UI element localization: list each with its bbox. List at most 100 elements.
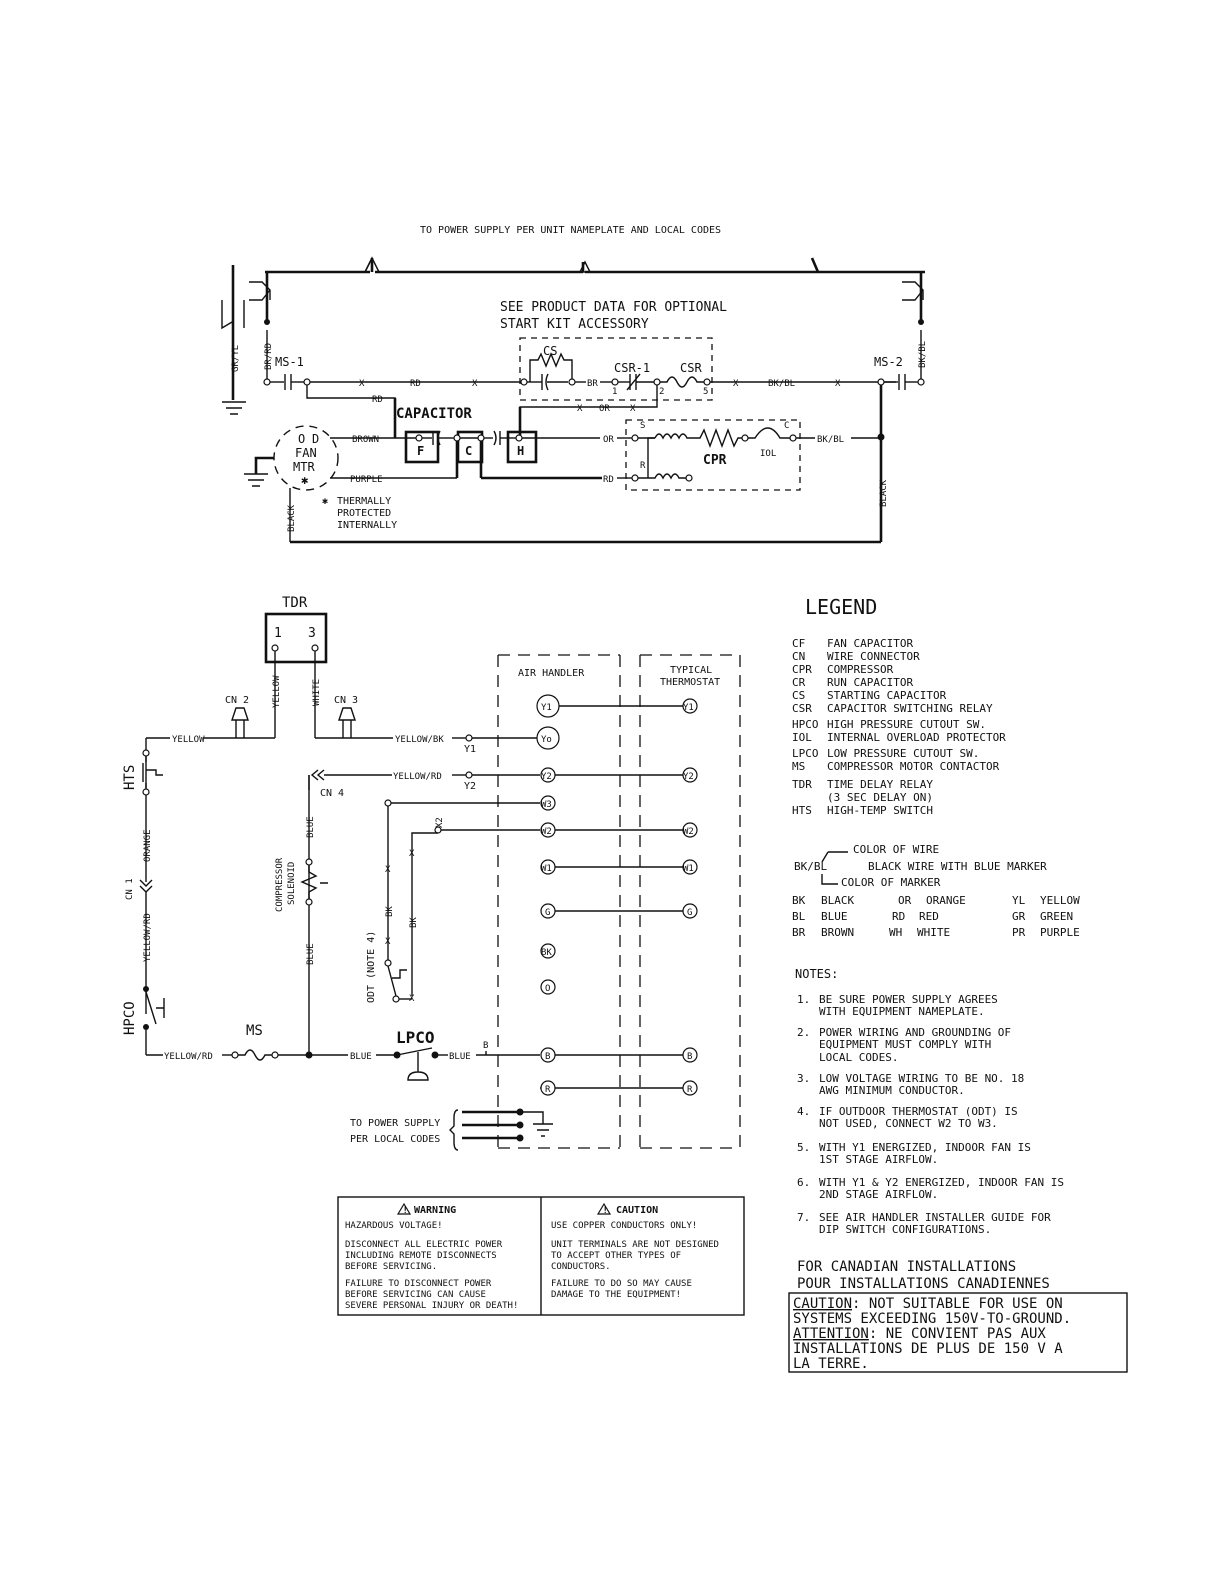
fan-ground-wire bbox=[254, 456, 274, 474]
svg-text:CAUTION: NOT SUITABLE FOR USE: CAUTION: NOT SUITABLE FOR USE ON bbox=[793, 1296, 1063, 1312]
thermostat-box bbox=[639, 654, 741, 1149]
svg-text:R: R bbox=[687, 1085, 693, 1095]
wire-label-bk-bl-l2: BK/BL bbox=[918, 341, 928, 368]
ground-plug-left bbox=[221, 300, 245, 330]
cn2-label: CN 2 bbox=[225, 695, 249, 706]
svg-text:HPCO: HPCO bbox=[792, 718, 819, 731]
wire-label-orange: ORANGE bbox=[143, 829, 153, 862]
wire-label-rd: RD bbox=[410, 379, 421, 389]
c-label: C bbox=[784, 421, 789, 431]
svg-text:!: ! bbox=[403, 1206, 408, 1216]
svg-text:5.: 5. bbox=[797, 1141, 810, 1154]
cn3-label: CN 3 bbox=[334, 695, 358, 706]
svg-text:HTS: HTS bbox=[792, 804, 812, 817]
cs-resistor bbox=[529, 352, 573, 382]
svg-text:FAILURE TO DO SO MAY CAUSE: FAILURE TO DO SO MAY CAUSE bbox=[551, 1279, 692, 1289]
svg-text:HIGH-TEMP SWITCH: HIGH-TEMP SWITCH bbox=[827, 804, 933, 817]
fan-o: O bbox=[298, 432, 305, 446]
l1-dot bbox=[264, 319, 270, 325]
svg-text:BL: BL bbox=[792, 910, 806, 923]
mtr-label: MTR bbox=[293, 460, 315, 474]
cn4-connector bbox=[308, 769, 325, 790]
cn2-connector bbox=[231, 707, 249, 738]
svg-text:Y1: Y1 bbox=[683, 703, 694, 713]
svg-text:3.: 3. bbox=[797, 1072, 810, 1085]
r-label: R bbox=[640, 461, 646, 471]
y1-wire-label: Y1 bbox=[464, 744, 476, 755]
svg-text:1ST STAGE AIRFLOW.: 1ST STAGE AIRFLOW. bbox=[819, 1153, 938, 1166]
svg-text:WHITE: WHITE bbox=[917, 926, 950, 939]
odt-label: ODT (NOTE 4) bbox=[366, 931, 377, 1003]
svg-text:MS: MS bbox=[792, 760, 805, 773]
canadian-box bbox=[788, 1292, 1128, 1373]
svg-text:!: ! bbox=[603, 1206, 608, 1216]
svg-text:OR: OR bbox=[603, 435, 614, 445]
svg-text:WH: WH bbox=[889, 926, 902, 939]
ah-terminal-r: R bbox=[540, 1080, 556, 1096]
svg-text:LPCO: LPCO bbox=[792, 747, 819, 760]
svg-text:TDR: TDR bbox=[792, 778, 812, 791]
svg-text:CS: CS bbox=[792, 689, 805, 702]
svg-text:X: X bbox=[630, 404, 636, 414]
iol-switch bbox=[748, 427, 790, 439]
tstat-terminal-w2: W2 bbox=[682, 822, 698, 838]
power-top-thick bbox=[270, 257, 820, 274]
bk-bl-desc: BLACK WIRE WITH BLUE MARKER bbox=[868, 860, 1047, 873]
local-supply-wires bbox=[462, 1108, 553, 1142]
svg-text:SYSTEMS EXCEEDING 150V-TO-GROU: SYSTEMS EXCEEDING 150V-TO-GROUND. bbox=[793, 1311, 1071, 1327]
wire-label-br-rd: BR/RD bbox=[264, 343, 274, 370]
capacitor-label: CAPACITOR bbox=[396, 406, 472, 422]
ms2-label: MS-2 bbox=[874, 355, 903, 369]
svg-text:BEFORE SERVICING CAN CAUSE: BEFORE SERVICING CAN CAUSE bbox=[345, 1290, 486, 1300]
svg-text:RED: RED bbox=[919, 910, 939, 923]
wire-label-bk-w2: BK bbox=[409, 917, 419, 928]
tstat-terminal-y1: Y1 bbox=[682, 698, 698, 714]
ms-coil bbox=[238, 1049, 272, 1061]
or-wire-csr bbox=[519, 385, 658, 430]
wire-label-or-top: OR bbox=[599, 404, 610, 414]
supply-local-line2: PER LOCAL CODES bbox=[350, 1134, 440, 1145]
start-kit-box bbox=[519, 337, 713, 401]
color-of-wire: COLOR OF WIRE bbox=[853, 843, 939, 856]
svg-text:7.: 7. bbox=[797, 1211, 810, 1224]
svg-text:BROWN: BROWN bbox=[821, 926, 854, 939]
svg-text:LOCAL CODES.: LOCAL CODES. bbox=[819, 1051, 898, 1064]
wire-label-blue-b: BLUE bbox=[449, 1052, 471, 1062]
svg-text:CN: CN bbox=[792, 650, 805, 663]
ground-icon-left bbox=[222, 401, 246, 415]
svg-text:LA TERRE.: LA TERRE. bbox=[793, 1356, 869, 1372]
cap-h-box bbox=[506, 430, 538, 464]
svg-text:W2: W2 bbox=[683, 827, 694, 837]
svg-text:CPR: CPR bbox=[792, 663, 812, 676]
wire-label-black-fan: BLACK bbox=[287, 504, 297, 532]
x2-label: X2 bbox=[435, 817, 445, 828]
svg-text:B: B bbox=[687, 1052, 692, 1062]
svg-text:X: X bbox=[733, 379, 739, 389]
wire-label-yellow-tdr: YELLOW bbox=[272, 675, 282, 708]
svg-text:DISCONNECT ALL ELECTRIC POWER: DISCONNECT ALL ELECTRIC POWER bbox=[345, 1240, 503, 1250]
thermostat-title-2: THERMOSTAT bbox=[660, 677, 720, 688]
power-brace-left bbox=[270, 256, 812, 273]
caution-text: USE COPPER CONDUCTORS ONLY! UNIT TERMINA… bbox=[551, 1221, 719, 1300]
warning-triangle-icon: ! bbox=[396, 1202, 412, 1216]
wire-label-yellow-bk: YELLOW/BK bbox=[395, 735, 444, 745]
svg-text:BLUE: BLUE bbox=[821, 910, 848, 923]
wire-label-yellow-hts: YELLOW bbox=[172, 735, 205, 745]
start-kit-line1: SEE PRODUCT DATA FOR OPTIONAL bbox=[500, 300, 727, 315]
svg-text:BK: BK bbox=[541, 948, 552, 958]
wire-label-brown: BROWN bbox=[352, 435, 379, 445]
svg-text:COMPRESSOR MOTOR CONTACTOR: COMPRESSOR MOTOR CONTACTOR bbox=[827, 760, 1000, 773]
svg-text:IOL: IOL bbox=[792, 731, 812, 744]
svg-text:X: X bbox=[577, 404, 583, 414]
ms1-label: MS-1 bbox=[275, 355, 304, 369]
thermostat-title-1: TYPICAL bbox=[670, 665, 712, 676]
canadian-line2: POUR INSTALLATIONS CANADIENNES bbox=[797, 1276, 1050, 1292]
hts-switch bbox=[142, 756, 163, 789]
svg-text:FAILURE TO DISCONNECT POWER: FAILURE TO DISCONNECT POWER bbox=[345, 1279, 492, 1289]
svg-text:UNIT TERMINALS ARE NOT DESIGNE: UNIT TERMINALS ARE NOT DESIGNED bbox=[551, 1240, 719, 1250]
svg-text:YL: YL bbox=[1012, 894, 1026, 907]
svg-text:2.: 2. bbox=[797, 1026, 810, 1039]
svg-text:6.: 6. bbox=[797, 1176, 810, 1189]
start-kit-line2: START KIT ACCESSORY bbox=[500, 317, 649, 332]
